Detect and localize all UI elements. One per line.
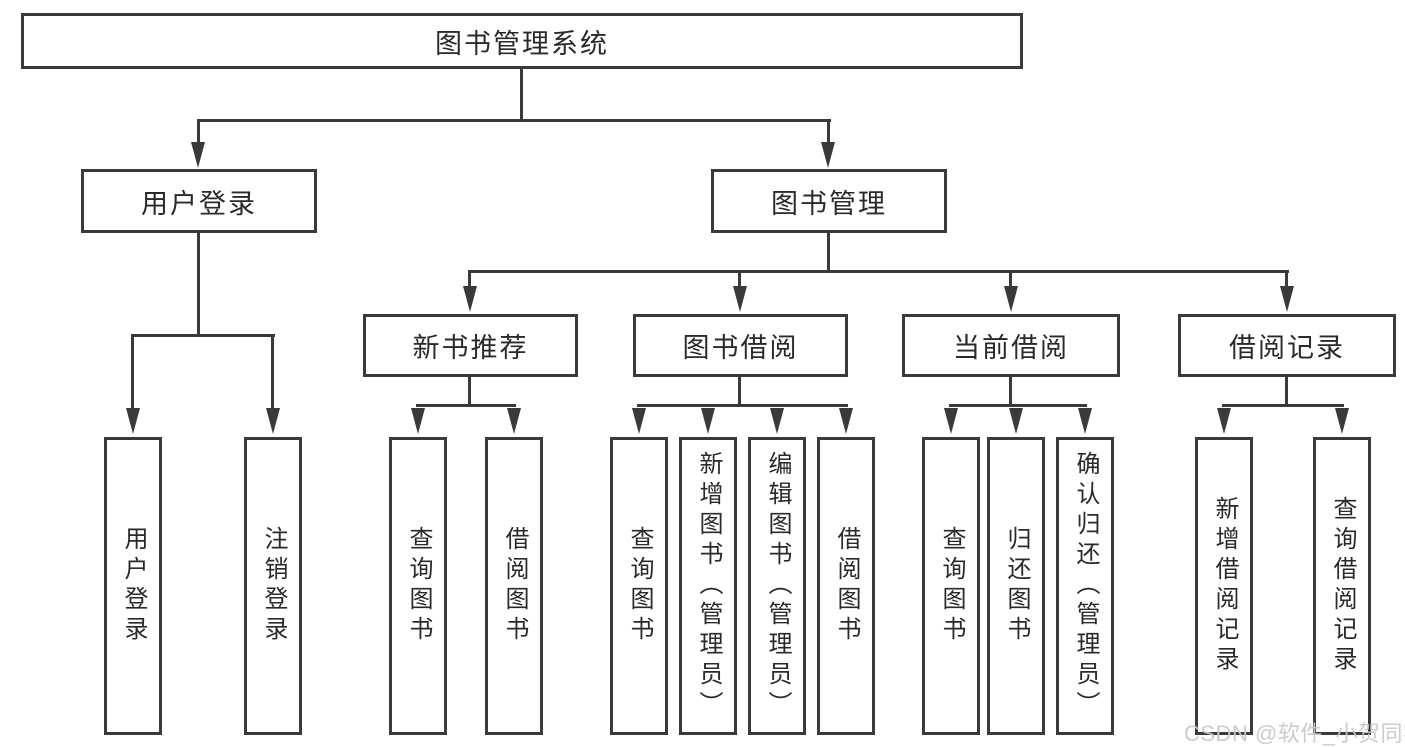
- connector-line: [520, 69, 523, 119]
- leaf-logout-login: 注销登录: [244, 437, 302, 735]
- connector-line: [738, 270, 741, 288]
- connector-line: [637, 404, 848, 407]
- group-new-book-recommend: 新书推荐: [363, 314, 578, 377]
- leaf-records-query-record-label: 查询借阅记录: [1329, 496, 1356, 676]
- leaf-borrowing-add-books-admin: 新增图书（管理员）: [679, 437, 737, 735]
- connector-line: [827, 119, 830, 145]
- arrow-down-icon: [411, 408, 425, 434]
- connector-line: [1222, 404, 1344, 407]
- leaf-records-add-record-label: 新增借阅记录: [1211, 496, 1238, 676]
- connector-line: [416, 404, 516, 407]
- leaf-records-add-record: 新增借阅记录: [1195, 437, 1253, 735]
- connector-line: [1285, 270, 1288, 288]
- arrow-down-icon: [733, 286, 747, 312]
- arrow-down-icon: [1004, 286, 1018, 312]
- branch-user-login-label: 用户登录: [141, 188, 257, 219]
- connector-line: [271, 334, 274, 412]
- arrow-down-icon: [126, 408, 140, 434]
- branch-book-management-label: 图书管理: [771, 188, 887, 219]
- connector-line: [468, 270, 471, 288]
- watermark: CSDN @软件_小贺同学: [1184, 721, 1405, 746]
- arrow-down-icon: [463, 286, 477, 312]
- connector-line: [131, 334, 275, 337]
- leaf-records-query-record: 查询借阅记录: [1313, 437, 1371, 735]
- leaf-current-confirm-return-admin: 确认归还（管理员）: [1056, 437, 1114, 735]
- connector-line: [197, 233, 200, 335]
- arrow-down-icon: [266, 408, 280, 434]
- group-book-borrowing: 图书借阅: [633, 314, 848, 377]
- leaf-recommend-query-books: 查询图书: [389, 437, 447, 735]
- leaf-recommend-borrow-books-label: 借阅图书: [501, 526, 528, 646]
- leaf-borrowing-edit-books-admin: 编辑图书（管理员）: [748, 437, 806, 735]
- group-borrowing-records: 借阅记录: [1178, 314, 1396, 377]
- connector-line: [949, 404, 1087, 407]
- arrow-down-icon: [1009, 408, 1023, 434]
- connector-line: [738, 377, 741, 406]
- connector-line: [197, 119, 200, 145]
- group-borrowing-records-label: 借阅记录: [1229, 333, 1345, 363]
- arrow-down-icon: [1078, 408, 1092, 434]
- node-root: 图书管理系统: [21, 13, 1023, 69]
- connector-line: [468, 270, 1289, 273]
- leaf-current-return-books: 归还图书: [987, 437, 1045, 735]
- connector-line: [1009, 377, 1012, 406]
- connector-line: [827, 233, 830, 272]
- leaf-logout-login-label: 注销登录: [260, 526, 287, 646]
- branch-book-management: 图书管理: [711, 169, 947, 233]
- leaf-borrowing-edit-books-admin-label: 编辑图书（管理员）: [764, 451, 791, 721]
- arrow-down-icon: [839, 408, 853, 434]
- arrow-down-icon: [701, 408, 715, 434]
- leaf-current-query-books-label: 查询图书: [938, 526, 965, 646]
- arrow-down-icon: [1280, 286, 1294, 312]
- connector-line: [468, 377, 471, 406]
- group-new-book-recommend-label: 新书推荐: [412, 333, 529, 363]
- connector-line: [197, 119, 831, 122]
- arrow-down-icon: [770, 408, 784, 434]
- branch-user-login: 用户登录: [81, 169, 317, 233]
- leaf-borrowing-query-books: 查询图书: [610, 437, 668, 735]
- arrow-down-icon: [944, 408, 958, 434]
- leaf-borrowing-query-books-label: 查询图书: [626, 526, 653, 646]
- connector-line: [1009, 270, 1012, 288]
- leaf-recommend-borrow-books: 借阅图书: [485, 437, 543, 735]
- connector-line: [1285, 377, 1288, 406]
- arrow-down-icon: [821, 142, 835, 168]
- connector-line: [131, 334, 134, 412]
- leaf-user-login: 用户登录: [104, 437, 162, 735]
- arrow-down-icon: [507, 408, 521, 434]
- arrow-down-icon: [1217, 408, 1231, 434]
- leaf-recommend-query-books-label: 查询图书: [405, 526, 432, 646]
- arrow-down-icon: [1335, 408, 1349, 434]
- group-current-borrowing: 当前借阅: [902, 314, 1120, 377]
- leaf-current-confirm-return-admin-label: 确认归还（管理员）: [1072, 451, 1099, 721]
- leaf-borrowing-borrow-books: 借阅图书: [817, 437, 875, 735]
- arrow-down-icon: [191, 142, 205, 168]
- leaf-current-return-books-label: 归还图书: [1003, 526, 1030, 646]
- node-root-label: 图书管理系统: [435, 28, 609, 59]
- group-book-borrowing-label: 图书借阅: [682, 333, 799, 363]
- leaf-user-login-label: 用户登录: [120, 526, 147, 646]
- leaf-borrowing-borrow-books-label: 借阅图书: [833, 526, 860, 646]
- group-current-borrowing-label: 当前借阅: [953, 333, 1069, 363]
- leaf-current-query-books: 查询图书: [922, 437, 980, 735]
- leaf-borrowing-add-books-admin-label: 新增图书（管理员）: [695, 451, 722, 721]
- arrow-down-icon: [632, 408, 646, 434]
